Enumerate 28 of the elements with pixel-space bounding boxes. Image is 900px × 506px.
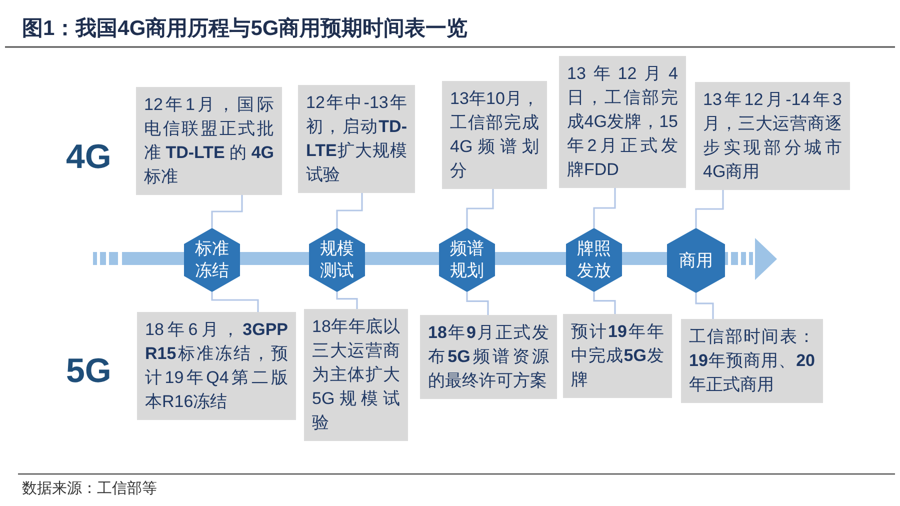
hexagon-node: 商用 [667,228,725,293]
text-box: 18年9月正式发布5G频谱资源的最终许可方案 [420,315,557,399]
row-label: 5G [66,352,112,391]
row-label: 4G [66,138,112,177]
leader-line [336,292,358,309]
leader-line [593,292,616,314]
text-box: 18年6月，3GPP R15标准冻结，预计19年Q4第二版本R16冻结 [137,312,296,420]
hexagon-node: 频谱规划 [439,228,495,292]
hexagon-node: 牌照发放 [566,228,622,292]
text-box: 13年12月4日，工信部完成4G发牌，15年2月正式发牌FDD [559,56,686,188]
leader-line [466,292,489,315]
leader-line [336,193,363,228]
text-box: 18年年底以三大运营商为主体扩大5G规模试验 [304,309,408,441]
leader-line [211,292,259,312]
text-box: 12年中-13年初，启动TD-LTE扩大规模试验 [298,85,415,193]
text-box: 13年10月，工信部完成4G频谱划分 [442,81,547,189]
leader-line [695,190,724,228]
leader-line [211,195,243,228]
source-note: 数据来源：工信部等 [22,479,157,498]
text-box: 13年12月-14年3月，三大运营商逐步实现部分城市4G商用 [695,82,850,190]
leader-line [593,188,616,228]
leader-line [466,189,494,228]
title: 图1：我国4G商用历程与5G商用预期时间表一览 [22,16,468,42]
text-box: 工信部时间表：19年预商用、20年正式商用 [681,319,823,403]
text-box: 预计19年年中完成5G发牌 [563,314,672,398]
hexagon-node: 规模测试 [309,228,365,292]
leader-line [695,293,714,319]
hexagon-node: 标准冻结 [184,228,240,292]
